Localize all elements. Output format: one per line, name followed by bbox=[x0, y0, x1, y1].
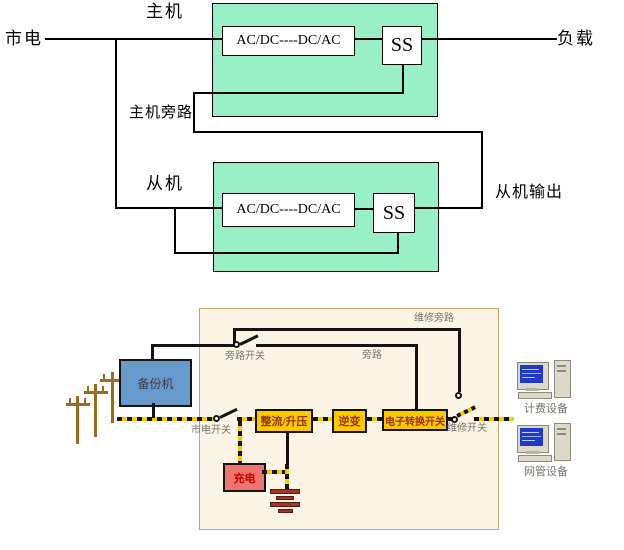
wire-output-dashed bbox=[474, 417, 514, 421]
wire-charger-to-battery bbox=[262, 470, 288, 474]
wire-inv-to-transfer bbox=[367, 417, 382, 421]
wire-maint-bypass bbox=[233, 328, 461, 331]
wire-battery-solid bbox=[286, 433, 289, 464]
slave-converter-box: AC/DC----DC/AC bbox=[222, 193, 355, 227]
network-device-label: 网管设备 bbox=[524, 466, 568, 478]
wire-slave-bypass-h bbox=[174, 252, 399, 254]
wire-backup-down bbox=[152, 403, 155, 418]
transfer-switch-box: 电子转换开关 bbox=[382, 409, 448, 431]
backup-unit-label: 备份机 bbox=[137, 376, 174, 391]
master-ss-label: SS bbox=[390, 34, 414, 56]
wire-backup-up bbox=[151, 345, 154, 359]
slave-converter-label: AC/DC----DC/AC bbox=[236, 202, 341, 217]
wire-master-bypass-h bbox=[193, 92, 404, 94]
wire-mains-dashed bbox=[117, 417, 215, 421]
wire-slave-bypass-v2 bbox=[397, 231, 399, 254]
mains-switch-label: 市电开关 bbox=[191, 425, 231, 436]
rectifier-box: 整流/升压 bbox=[255, 409, 313, 433]
billing-device-label: 计费设备 bbox=[524, 403, 568, 415]
wire-to-charger bbox=[238, 421, 242, 463]
backup-unit-box: 备份机 bbox=[119, 359, 192, 407]
wire-switch-to-rectifier bbox=[237, 417, 255, 421]
wire-bypass-left bbox=[151, 344, 237, 347]
inverter-label: 逆变 bbox=[338, 416, 361, 428]
load-label: 负载 bbox=[557, 29, 595, 48]
bypass-label: 旁路 bbox=[362, 350, 382, 361]
mains-label: 市电 bbox=[5, 29, 43, 48]
slave-label: 从机 bbox=[146, 174, 184, 193]
maintenance-switch-node-icon bbox=[451, 416, 458, 423]
wire-rect-to-inv bbox=[313, 417, 332, 421]
charger-box: 充电 bbox=[223, 463, 266, 492]
wire-mains-to-master bbox=[45, 38, 222, 40]
wire-mains-branch bbox=[115, 38, 117, 209]
wire-bypass-feed-v bbox=[481, 131, 483, 209]
inverter-box: 逆变 bbox=[332, 409, 367, 433]
slave-ss-label: SS bbox=[382, 201, 406, 224]
master-bypass-label: 主机旁路 bbox=[129, 105, 194, 121]
computer-icon bbox=[517, 423, 573, 465]
wire-slave-output bbox=[413, 207, 483, 209]
bypass-switch-node-icon bbox=[233, 341, 240, 348]
wire-slave-conv-ss bbox=[353, 208, 373, 210]
bypass-switch-label: 旁路开关 bbox=[225, 351, 265, 362]
rectifier-label: 整流/升压 bbox=[260, 416, 308, 428]
wire-master-bypass-v bbox=[193, 92, 195, 133]
wire-battery-dashed bbox=[285, 464, 289, 489]
wire-bypass-to-transfer bbox=[415, 344, 418, 410]
wire-maint-bypass-drop bbox=[458, 328, 461, 392]
maint-bypass-contact-icon bbox=[455, 392, 462, 399]
maintenance-bypass-label: 维修旁路 bbox=[414, 313, 454, 324]
wire-slave-input bbox=[115, 207, 223, 209]
master-static-switch-box: SS bbox=[382, 26, 422, 65]
master-converter-label: AC/DC----DC/AC bbox=[236, 33, 341, 48]
transfer-switch-label: 电子转换开关 bbox=[385, 416, 445, 428]
mains-switch-node-icon bbox=[213, 415, 220, 422]
slave-output-label: 从机输出 bbox=[495, 184, 564, 201]
wire-ss-to-load bbox=[420, 38, 557, 40]
wire-bypass-right bbox=[256, 344, 418, 347]
slave-static-switch-box: SS bbox=[373, 193, 415, 233]
wire-slave-bypass-v1 bbox=[174, 207, 176, 254]
computer-icon bbox=[517, 360, 573, 402]
master-converter-box: AC/DC----DC/AC bbox=[222, 26, 355, 56]
master-label: 主机 bbox=[146, 2, 184, 21]
charger-label: 充电 bbox=[233, 472, 256, 485]
wire-master-ss-bypass-drop bbox=[402, 63, 404, 94]
maintenance-switch-label: 维修开关 bbox=[447, 423, 487, 434]
wire-bypass-tee bbox=[233, 329, 236, 347]
wire-bypass-feed-h bbox=[193, 131, 483, 133]
wire-converter-to-ss bbox=[353, 38, 382, 40]
